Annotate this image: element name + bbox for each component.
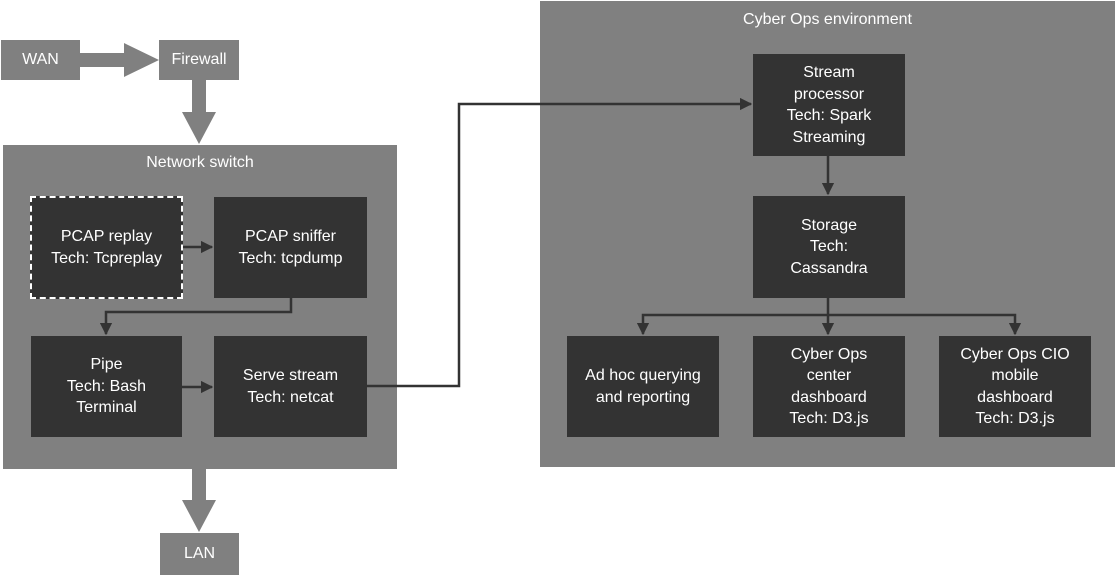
stream-processor-box: Stream processor Tech: Spark Streaming [753,54,905,156]
wan-box: WAN [1,40,80,80]
cyber-ops-title: Cyber Ops environment [743,11,912,28]
switch-to-lan-arrow [182,469,216,532]
storage-box: Storage Tech: Cassandra [753,196,905,298]
wan-to-firewall-arrow [80,43,159,77]
pcap-sniffer-box: PCAP sniffer Tech: tcpdump [214,197,367,298]
serve-to-processor-arrow [367,97,753,388]
ad-hoc-box: Ad hoc querying and reporting [567,336,719,437]
serve-stream-box: Serve stream Tech: netcat [214,336,367,437]
firewall-to-switch-arrow [182,80,216,144]
storage-to-adhoc-arrow [636,298,830,336]
cio-dashboard-box: Cyber Ops CIO mobile dashboard Tech: D3.… [939,336,1091,437]
lan-box: LAN [160,533,239,575]
pipe-box: Pipe Tech: Bash Terminal [31,336,182,437]
pcap-replay-box: PCAP replay Tech: Tcpreplay [30,196,183,299]
network-switch-title: Network switch [146,154,254,171]
storage-to-cio-arrow [828,313,1022,336]
firewall-box: Firewall [159,40,239,80]
center-dashboard-box: Cyber Ops center dashboard Tech: D3.js [753,336,905,437]
sniffer-to-pipe-arrow [99,298,293,336]
